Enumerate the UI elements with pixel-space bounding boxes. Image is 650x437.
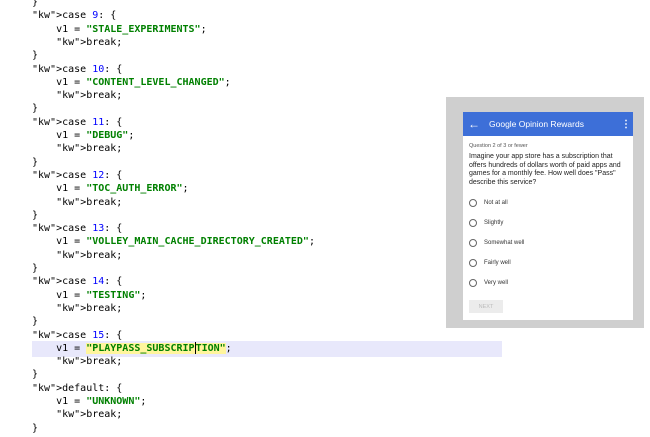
code-line[interactable]: } <box>32 103 39 115</box>
options-list: Not at all Slightly Somewhat well Fairly… <box>463 193 633 293</box>
option-label: Somewhat well <box>484 240 525 246</box>
option-somewhat-well[interactable]: Somewhat well <box>469 233 633 253</box>
code-line[interactable]: "kw">default: { <box>32 382 123 394</box>
radio-icon <box>469 279 477 287</box>
option-label: Fairly well <box>484 260 511 266</box>
code-line[interactable]: "kw">case 13: { <box>32 223 123 235</box>
code-line[interactable]: } <box>32 0 39 8</box>
option-not-at-all[interactable]: Not at all <box>469 193 633 213</box>
arrow-back-icon[interactable]: ← <box>468 117 480 131</box>
code-line[interactable]: } <box>32 156 39 168</box>
code-line[interactable]: v1 = "CONTENT_LEVEL_CHANGED"; <box>32 76 231 88</box>
code-line[interactable]: "kw">case 14: { <box>32 276 123 288</box>
code-line[interactable]: "kw">case 15: { <box>32 329 123 341</box>
opinion-rewards-screen: ← Google Opinion Rewards ⋮ Question 2 of… <box>463 112 633 320</box>
code-line[interactable]: "kw">break; <box>56 36 123 48</box>
code-line[interactable]: v1 = "UNKNOWN"; <box>32 396 147 407</box>
app-bar: ← Google Opinion Rewards ⋮ <box>463 112 633 136</box>
code-line[interactable]: "kw">break; <box>56 196 123 208</box>
more-vert-icon[interactable]: ⋮ <box>621 118 631 130</box>
code-line[interactable]: } <box>32 422 39 434</box>
option-slightly[interactable]: Slightly <box>469 213 633 233</box>
option-label: Slightly <box>484 220 504 226</box>
code-line[interactable]: "kw">case 12: { <box>32 169 123 181</box>
code-line[interactable]: "kw">break; <box>56 302 123 314</box>
code-line[interactable]: "kw">case 11: { <box>32 116 123 128</box>
option-label: Not at all <box>484 200 508 206</box>
code-line[interactable]: "kw">case 9: { <box>32 10 117 22</box>
question-counter: Question 2 of 3 or fewer <box>469 143 528 149</box>
code-line[interactable]: "kw">break; <box>56 356 123 368</box>
code-line[interactable]: } <box>32 369 39 381</box>
radio-icon <box>469 259 477 267</box>
next-button[interactable]: NEXT <box>469 300 503 313</box>
code-line[interactable]: "kw">case 10: { <box>32 63 123 75</box>
code-line[interactable]: } <box>32 263 39 274</box>
code-line[interactable]: "kw">break; <box>56 409 123 421</box>
code-line[interactable]: "kw">break; <box>56 249 123 261</box>
code-line[interactable]: v1 = "STALE_EXPERIMENTS"; <box>32 23 207 35</box>
code-line[interactable]: } <box>32 50 39 62</box>
radio-icon <box>469 199 477 207</box>
code-line[interactable]: v1 = "VOLLEY_MAIN_CACHE_DIRECTORY_CREATE… <box>32 236 315 248</box>
question-text: Imagine your app store has a subscriptio… <box>469 153 621 186</box>
option-very-well[interactable]: Very well <box>469 273 633 293</box>
radio-icon <box>469 239 477 247</box>
code-line[interactable]: v1 = "PLAYPASS_SUBSCRIPTION"; <box>32 340 502 357</box>
code-line[interactable]: "kw">break; <box>56 143 123 155</box>
code-line[interactable]: v1 = "TESTING"; <box>32 289 147 301</box>
app-title: Google Opinion Rewards <box>489 119 584 129</box>
option-fairly-well[interactable]: Fairly well <box>469 253 633 273</box>
code-line[interactable]: "kw">break; <box>56 90 123 102</box>
code-line[interactable]: v1 = "TOC_AUTH_ERROR"; <box>32 183 189 195</box>
code-line[interactable]: } <box>32 316 39 328</box>
code-line[interactable]: } <box>32 209 39 221</box>
code-line[interactable]: v1 = "DEBUG"; <box>32 130 135 141</box>
radio-icon <box>469 219 477 227</box>
option-label: Very well <box>484 280 509 286</box>
